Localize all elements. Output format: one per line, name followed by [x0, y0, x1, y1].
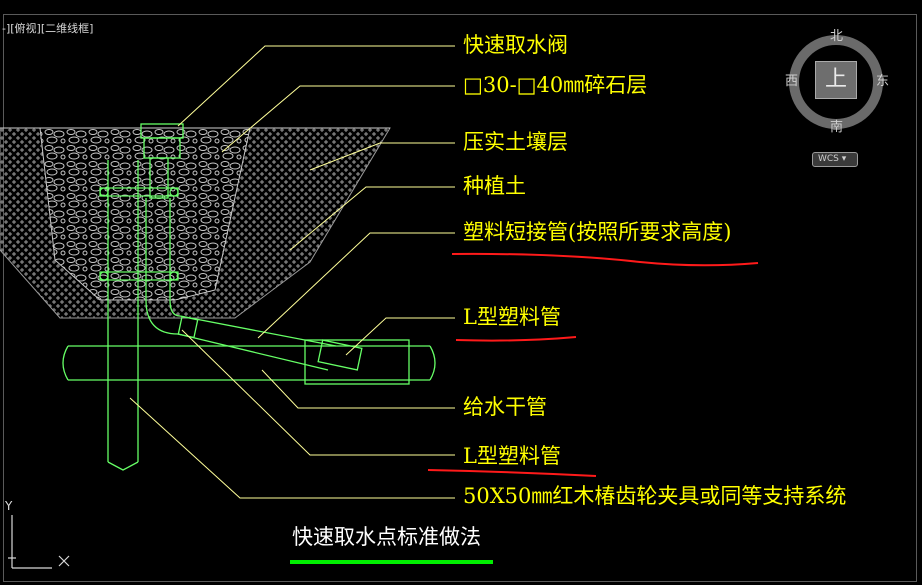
label-stake-support: 50X50㎜红木椿齿轮夹具或同等支持系统	[463, 484, 847, 508]
label-quick-valve: 快速取水阀	[463, 33, 568, 57]
label-main-pipe: 给水干管	[463, 395, 547, 419]
label-planting-soil: 种植土	[463, 174, 526, 198]
label-gravel-layer: □30-□40㎜碎石层	[463, 73, 648, 97]
wcs-menu-button[interactable]: WCS ▾	[812, 152, 858, 167]
viewcube-south[interactable]: 南	[830, 120, 844, 135]
wooden-stake	[107, 160, 139, 471]
chevron-down-icon: ▾	[838, 154, 847, 164]
leader-lines	[129, 45, 455, 499]
viewcube-east[interactable]: 东	[876, 74, 890, 89]
quick-coupling-valve	[140, 123, 184, 335]
ucs-y-label: Y	[5, 499, 13, 513]
gravel-layer-fill	[39, 127, 251, 301]
l-type-plastic-pipe	[177, 315, 363, 371]
label-compacted-soil: 压实土壤层	[463, 130, 568, 154]
viewcube-west[interactable]: 西	[785, 74, 799, 89]
viewport-frame	[3, 14, 917, 582]
label-short-connector: 塑料短接管(按照所要求高度)	[463, 220, 732, 244]
label-l-pipe-lower: L型塑料管	[463, 444, 561, 468]
viewcube-north[interactable]: 北	[830, 29, 844, 44]
drawing-title: 快速取水点标准做法	[292, 525, 481, 549]
main-water-pipe	[62, 339, 436, 385]
red-markup	[427, 252, 759, 477]
gear-clamps	[99, 187, 179, 281]
wcs-label: WCS	[818, 154, 839, 164]
title-underline	[290, 560, 493, 564]
ucs-icon	[8, 515, 70, 569]
viewport-controls-label[interactable]: -][俯视][二维线框]	[2, 22, 94, 35]
viewcube-ring	[789, 35, 883, 129]
viewcube-top-face[interactable]: 上	[815, 61, 857, 99]
label-l-pipe-upper: L型塑料管	[463, 305, 561, 329]
